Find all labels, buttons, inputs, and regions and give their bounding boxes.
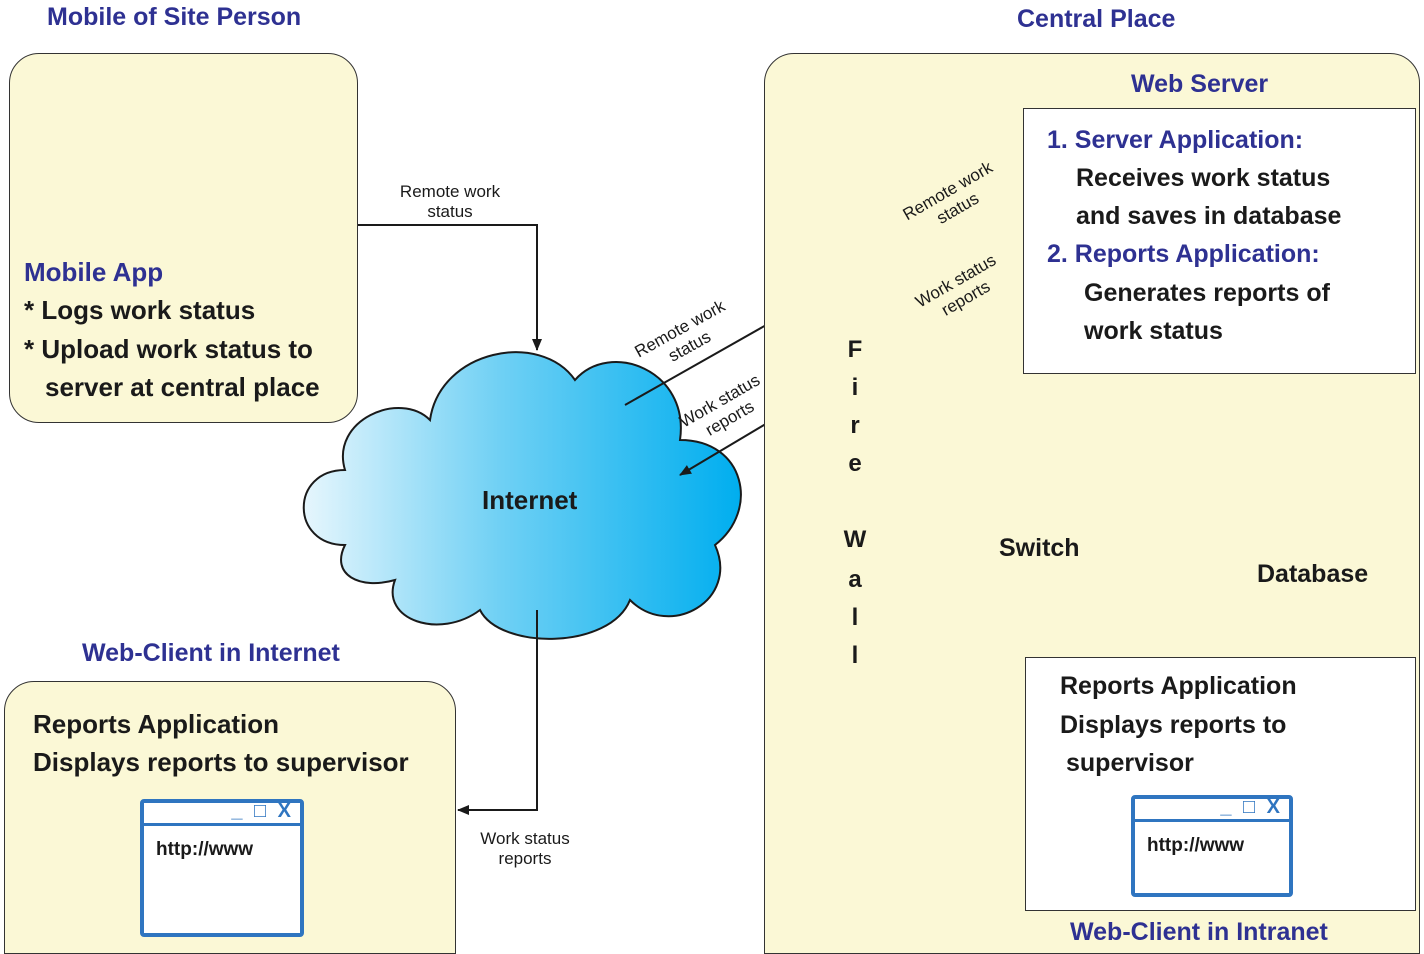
firewall-letter: e [848,450,862,477]
caption-line: status [427,202,473,221]
caption-mobile-to-internet: Remote work status [390,182,510,222]
window-controls[interactable]: _ □ X [231,800,294,822]
browser-titlebar: _ □ X [1135,796,1289,822]
firewall-letter: l [851,604,859,631]
internet-browser-window[interactable]: _ □ X http://www [140,799,304,937]
caption-internet-to-client: Work status reports [465,829,585,869]
window-controls[interactable]: _ □ X [1220,796,1283,818]
mobile-app-title: Mobile App [24,257,164,287]
firewall-letter: i [851,374,859,401]
caption-line: reports [498,849,552,868]
firewall-letter: r [850,412,860,439]
intranet-client-line2: Displays reports to [1060,711,1287,739]
internet-client-line2: Displays reports to supervisor [33,747,409,777]
internet-label: Internet [482,485,578,515]
mobile-app-line1: * Logs work status [24,295,256,325]
intranet-client-caption: Web-Client in Intranet [1070,918,1328,946]
mobile-app-line3: server at central place [45,372,320,402]
firewall-letter: a [848,566,862,593]
browser-url: http://www [156,839,254,860]
central-section-title: Central Place [1017,5,1176,33]
firewall-letter: F [847,336,863,363]
reports-app-title: 2. Reports Application: [1047,240,1320,268]
caption-line: Remote work [399,182,501,201]
server-app-line2: and saves in database [1076,202,1342,230]
reports-app-line2: work status [1084,317,1223,345]
server-app-line1: Receives work status [1076,164,1331,192]
browser-titlebar: _ □ X [144,800,300,826]
arrow-mobile-to-internet [357,224,542,351]
database-label: Database [1257,560,1369,588]
caption-line: Work status [480,829,570,848]
internet-client-line1: Reports Application [33,709,280,739]
internet-cloud [302,351,742,640]
web-server-title: Web Server [1131,70,1269,98]
intranet-client-line3: supervisor [1066,749,1194,777]
mobile-section-title: Mobile of Site Person [47,3,302,31]
arrow-internet-to-client [457,610,538,815]
intranet-browser-window[interactable]: _ □ X http://www [1131,795,1293,897]
mobile-app-line2: * Upload work status to [24,334,313,364]
intranet-client-line1: Reports Application [1060,672,1297,700]
server-box [1023,108,1416,374]
server-app-title: 1. Server Application: [1047,126,1304,154]
firewall-letter: W [843,526,867,553]
reports-app-line1: Generates reports of [1084,279,1330,307]
mobile-panel [9,53,358,423]
firewall-letter: l [851,642,859,669]
browser-url: http://www [1147,835,1245,856]
internet-client-title: Web-Client in Internet [82,639,340,667]
switch-label: Switch [999,534,1080,562]
